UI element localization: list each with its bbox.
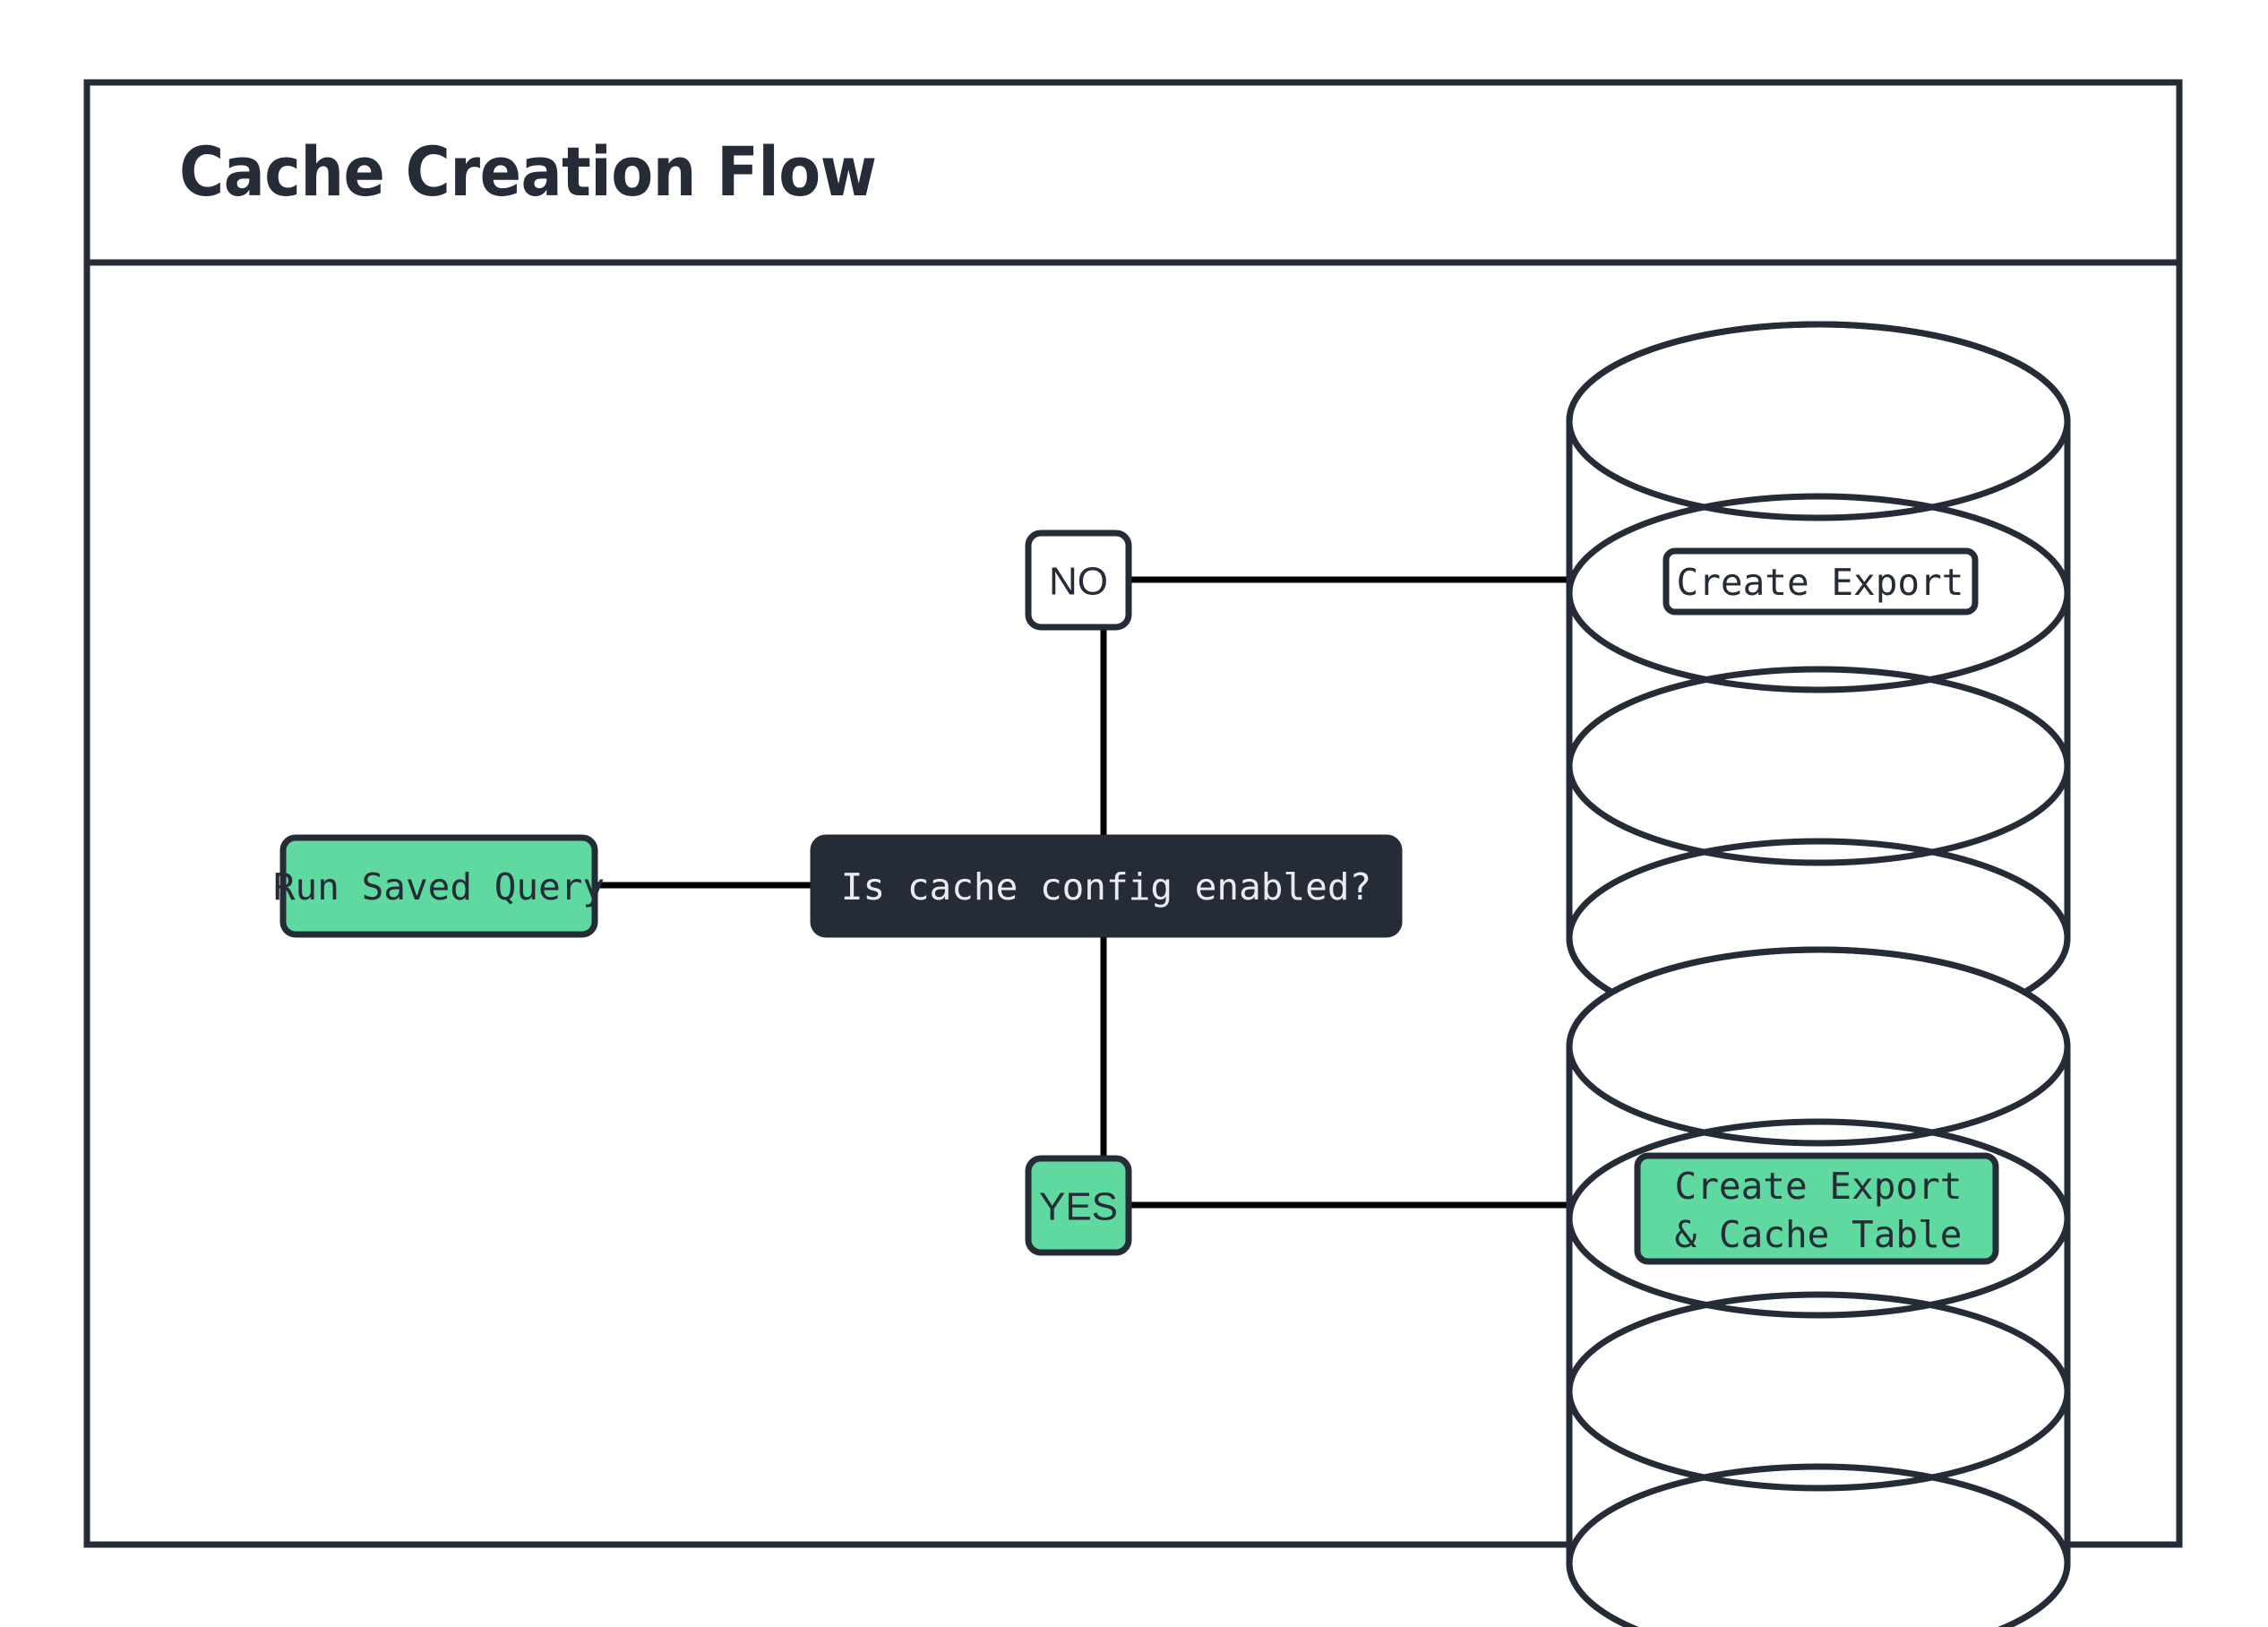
db-disk-3 [1566,666,2071,866]
db2-disk-3 [1566,1291,2071,1492]
db-disk-2 [1566,493,2071,693]
branch-yes-label: YES [1039,1185,1118,1229]
db-label-chip [1662,547,1979,616]
db2-label-chip [1634,1152,1999,1265]
node-is-cache-config-enabled[interactable]: Is cache config enabled? [810,834,1403,938]
db-disk-1 [1566,321,2071,521]
decision-node-label: Is cache config enabled? [841,865,1371,908]
db2-disk-2 [1566,1118,2071,1319]
db2-label-line-2: & Cache Table [1675,1213,1963,1256]
node-branch-no[interactable]: NO [1025,529,1132,631]
branch-no-box [1025,529,1132,631]
branch-no-label: NO [1049,560,1108,604]
db-node-create-export-cache-table[interactable]: Create Export & Cache Table [1566,946,2071,1627]
branch-yes-box [1025,1155,1132,1256]
page-title: Cache Creation Flow [179,132,876,211]
start-node-label: Run Saved Query [273,865,605,908]
db-node-create-export[interactable]: Create Export [1566,321,2071,1038]
db-label-create-export: Create Export [1677,561,1964,604]
connector-layer [595,576,1582,1209]
db2-disk-1 [1566,946,2071,1147]
start-node-box [279,834,598,938]
db2-disk-4 [1566,1463,2071,1627]
db2-label-line-1: Create Export [1675,1165,1963,1208]
node-run-saved-query[interactable]: Run Saved Query [273,834,605,938]
node-branch-yes[interactable]: YES [1025,1155,1132,1256]
decision-node-box [810,834,1403,938]
db-cylinder-body [1566,321,2071,1038]
